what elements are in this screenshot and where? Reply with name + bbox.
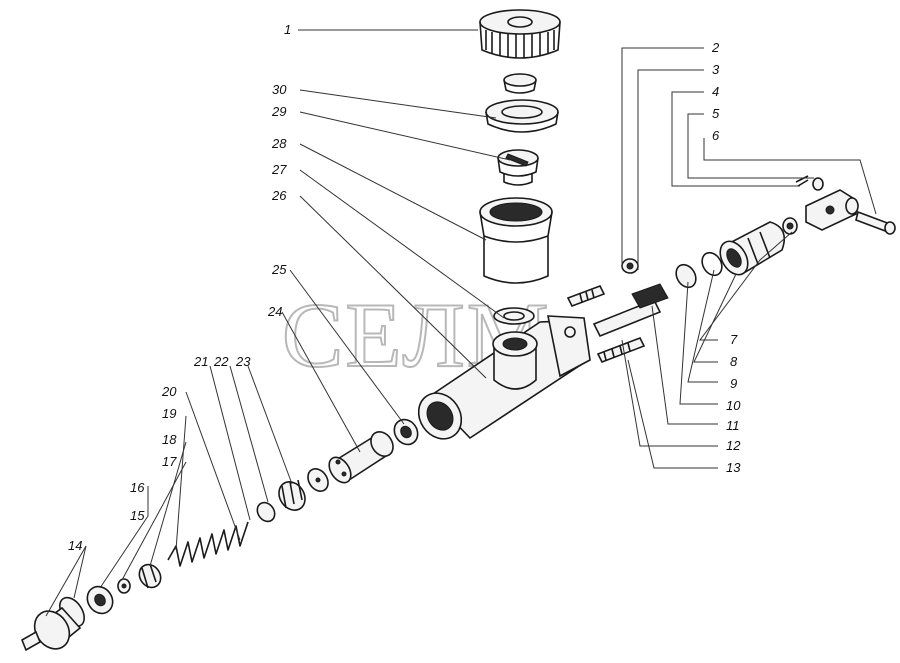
callout-18: 18 [162,432,177,447]
dust-boot [719,221,786,276]
callout-21: 21 [193,354,208,369]
callout-17: 17 [162,454,177,469]
callout-27: 27 [271,162,287,177]
callout-7: 7 [730,332,738,347]
pin-washer [812,177,824,191]
callout-3: 3 [712,62,720,77]
callout-15: 15 [130,508,145,523]
end-washer [86,585,114,615]
stud-upper [566,284,606,308]
callout-4: 4 [712,84,719,99]
reservoir-body [479,197,553,284]
nut-small [621,258,639,274]
cotter-pin [795,175,809,187]
callout-10: 10 [726,398,741,413]
callout-22: 22 [213,354,229,369]
leader-lines [45,29,877,617]
valve-disc [307,468,329,492]
spring-cup [138,563,162,589]
callout-1: 1 [284,22,291,37]
callout-29: 29 [271,104,286,119]
check-valve [117,578,131,594]
stud-lower [596,336,646,364]
callout-14: 14 [68,538,82,553]
callout-26: 26 [271,188,287,203]
callout-28: 28 [271,136,287,151]
piston-cup-small [393,418,419,446]
cap-plug [503,73,537,94]
washer-flat [675,263,697,289]
callout-5: 5 [712,106,720,121]
callout-16: 16 [130,480,145,495]
reservoir-washer [493,307,535,325]
callout-11: 11 [726,418,740,433]
callout-19: 19 [162,406,176,421]
gasket-ring [485,99,559,133]
callout-13: 13 [726,460,741,475]
piston-cup [278,479,306,511]
callout-30: 30 [272,82,287,97]
end-plug [20,606,82,652]
callout-24: 24 [267,304,282,319]
callout-23: 23 [235,354,251,369]
callout-6: 6 [712,128,720,143]
clevis-fork [805,189,859,231]
callout-20: 20 [161,384,177,399]
callout-2: 2 [711,40,720,55]
return-spring [167,521,249,567]
piston [328,431,394,484]
filter-nut [497,149,539,186]
callout-numbers: 1 2 3 4 5 6 7 8 9 10 11 12 13 14 15 16 1… [68,22,741,553]
spring-seat [256,501,276,523]
callout-9: 9 [730,376,737,391]
cylinder-body [417,315,591,440]
clevis-pin [855,210,896,235]
reservoir-cap [479,9,561,59]
callout-8: 8 [730,354,738,369]
callout-25: 25 [271,262,287,277]
snap-ring [701,251,723,277]
locknut [782,217,798,235]
callout-12: 12 [726,438,741,453]
bolt-long [592,283,669,338]
